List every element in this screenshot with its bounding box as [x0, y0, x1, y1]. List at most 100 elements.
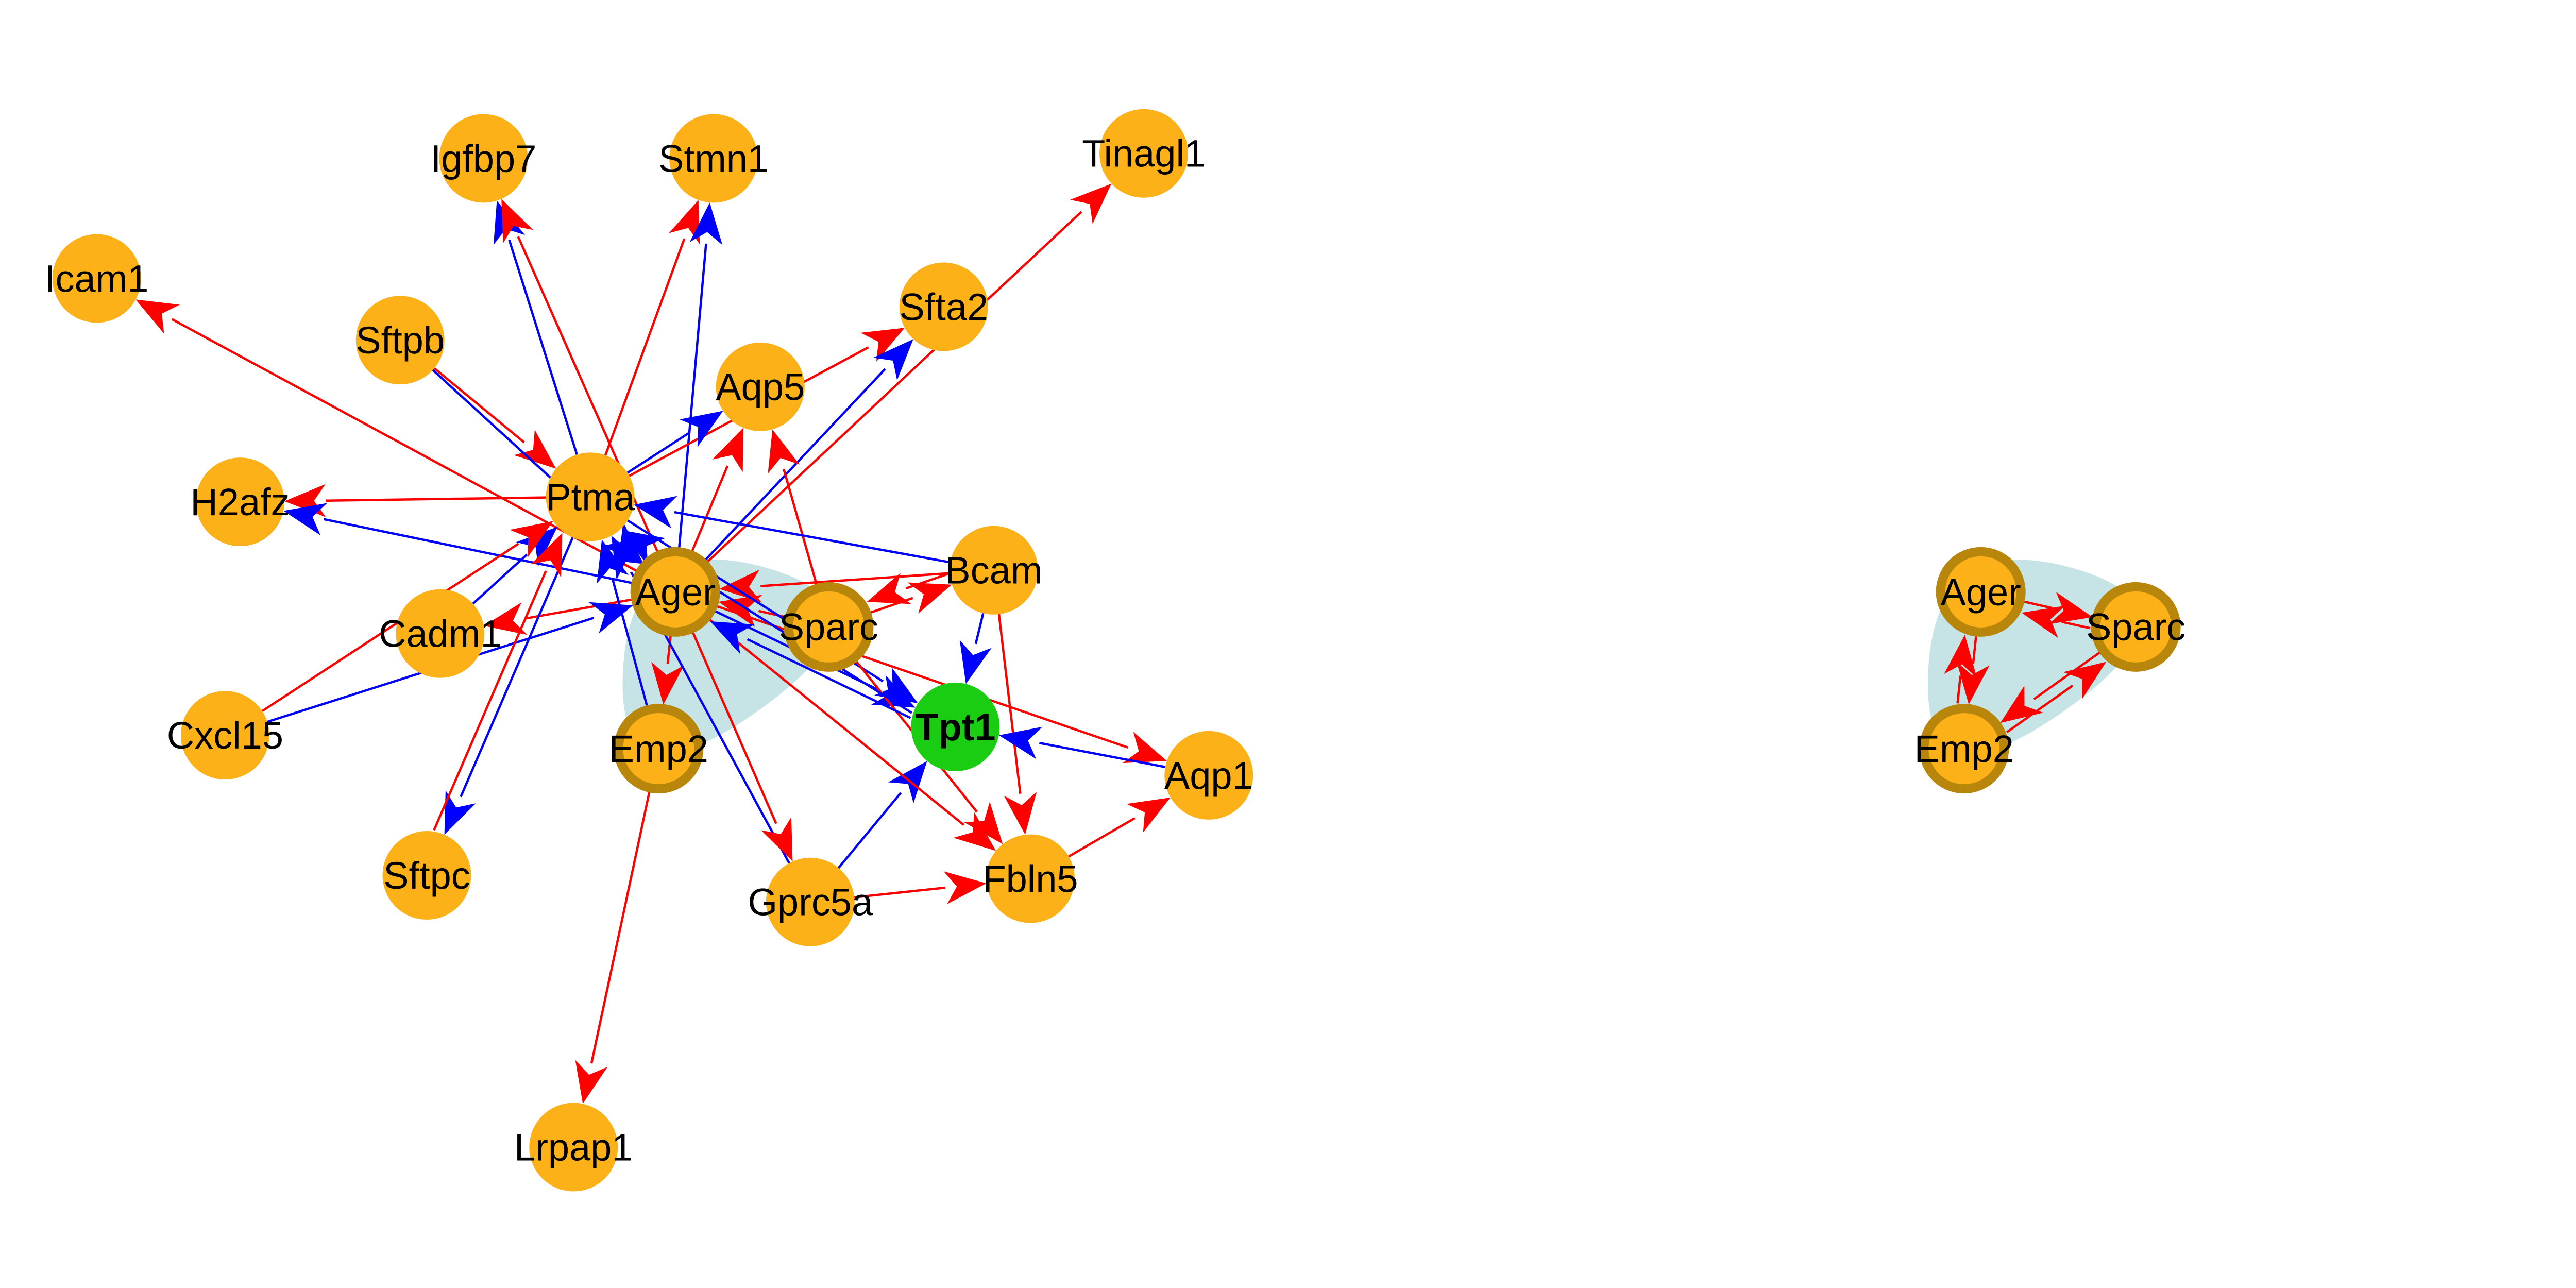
- edge-ager-to-gprc5a: [691, 632, 777, 824]
- arrowhead-emp2-to-lrpap1: [575, 1060, 608, 1104]
- arrowhead-ager-to-h2afz: [283, 503, 328, 536]
- node-circle: [630, 547, 720, 637]
- node-icam1[interactable]: Icam1: [45, 234, 149, 323]
- node-h2afz[interactable]: H2afz: [190, 457, 290, 547]
- arrowhead-ager-to-sfta2: [873, 339, 913, 381]
- arrowhead-emp2-to-sparc: [2063, 662, 2107, 699]
- node-emp2[interactable]: Emp2: [1914, 704, 2014, 794]
- arrowhead-ager-to-icam1: [135, 299, 180, 334]
- node-circle: [669, 114, 758, 203]
- node-aqp1[interactable]: Aqp1: [1164, 731, 1253, 820]
- arrowhead-ager-to-aqp1: [1122, 732, 1167, 764]
- node-circle: [766, 857, 855, 946]
- arrowhead-ager-to-cadm1: [484, 602, 528, 635]
- node-label: Ager: [635, 571, 716, 614]
- edge-sparc-to-emp2: [2033, 651, 2100, 700]
- arrowhead-ptma-to-sfta2: [860, 328, 905, 362]
- edge-ager-to-h2afz: [324, 518, 632, 584]
- edge-ager-to-emp2: [1972, 636, 1977, 664]
- node-bcam[interactable]: Bcam: [945, 526, 1042, 615]
- arrowhead-bcam-to-fbln5: [1004, 791, 1037, 835]
- arrowhead-cadm1-to-ptma: [516, 527, 558, 567]
- node-sftpb[interactable]: Sftpb: [355, 296, 445, 385]
- edge-ptma-to-aqp5: [626, 432, 689, 474]
- node-circle: [196, 457, 285, 547]
- node-circle: [1936, 547, 2026, 637]
- node-circle: [784, 582, 874, 672]
- node-aqp5[interactable]: Aqp5: [716, 342, 805, 431]
- node-tpt1[interactable]: Tpt1: [911, 683, 1000, 772]
- arrowhead-ager-to-stmn1: [689, 202, 723, 245]
- edge-ptma-to-igfbp7: [508, 240, 578, 455]
- node-label: Stmn1: [658, 137, 769, 180]
- arrowhead-emp2-to-ptma: [597, 539, 629, 584]
- node-label: Cxcl15: [167, 714, 283, 757]
- node-circle: [382, 831, 471, 920]
- edge-emp2-to-ager: [1956, 675, 1962, 704]
- edge-sftpc-to-ptma: [433, 570, 547, 831]
- node-label: Ptma: [546, 476, 635, 518]
- node-gprc5a[interactable]: Gprc5a: [748, 857, 873, 946]
- node-lrpap1[interactable]: Lrpap1: [514, 1103, 633, 1192]
- node-label: Bcam: [945, 549, 1042, 592]
- arrowhead-bcam-to-ptma: [634, 496, 677, 529]
- node-sparc[interactable]: Sparc: [779, 582, 878, 672]
- arrowhead-sparc-to-ager: [2021, 605, 2065, 638]
- edge-ager-to-cadm1: [524, 598, 632, 620]
- edge-aqp1-to-tpt1: [1039, 741, 1166, 768]
- arrowhead-fbln5-to-aqp1: [1126, 797, 1171, 833]
- node-circle: [180, 691, 269, 780]
- node-label: Icam1: [45, 257, 149, 300]
- node-label: Lrpap1: [514, 1126, 633, 1168]
- node-sfta2[interactable]: Sfta2: [899, 262, 988, 351]
- node-ptma[interactable]: Ptma: [546, 452, 635, 541]
- node-fbln5[interactable]: Fbln5: [982, 834, 1078, 923]
- node-circle: [716, 342, 805, 431]
- node-sftpc[interactable]: Sftpc: [382, 831, 471, 920]
- node-circle: [1919, 704, 2009, 794]
- node-label: H2afz: [190, 481, 290, 523]
- node-circle: [355, 296, 445, 385]
- edge-ptma-to-h2afz: [325, 496, 546, 502]
- node-label: Igfbp7: [431, 137, 537, 180]
- edge-cxcl15-to-ptma: [261, 543, 519, 713]
- node-ager[interactable]: Ager: [630, 547, 720, 637]
- node-igfbp7[interactable]: Igfbp7: [431, 114, 537, 203]
- edge-tpt1-to-ager: [747, 638, 911, 719]
- edge-emp2-to-sparc: [2006, 684, 2074, 734]
- edge-ager-to-sparc: [2024, 600, 2053, 609]
- arrowhead-ager-to-tpt1: [871, 675, 916, 708]
- node-stmn1[interactable]: Stmn1: [658, 114, 769, 203]
- node-label: Gprc5a: [748, 881, 873, 924]
- arrowhead-bcam-to-tpt1: [959, 640, 992, 684]
- edge-sparc-to-ager: [2061, 620, 2091, 630]
- arrowhead-ager-to-gprc5a: [761, 817, 793, 861]
- arrowhead-ptma-to-aqp5: [679, 411, 723, 447]
- arrowhead-ager-to-igfbp7: [501, 199, 533, 244]
- node-circle: [986, 834, 1075, 923]
- edge-ptma-to-stmn1: [604, 238, 686, 456]
- node-label: Emp2: [1914, 727, 2014, 770]
- node-label: Tinagl1: [1082, 132, 1206, 175]
- node-label: Cadm1: [379, 613, 502, 655]
- edge-bcam-to-fbln5: [997, 614, 1022, 794]
- arrowhead-gprc5a-to-tpt1: [888, 761, 927, 804]
- edge-ager-to-emp2: [666, 636, 672, 664]
- node-label: Sftpc: [383, 854, 470, 897]
- node-tinagl1[interactable]: Tinagl1: [1082, 109, 1206, 198]
- node-cadm1[interactable]: Cadm1: [379, 589, 502, 678]
- arrowhead-ager-to-emp2: [651, 662, 684, 705]
- node-ager[interactable]: Ager: [1936, 547, 2026, 637]
- arrowhead-ager-to-aqp5: [712, 428, 743, 472]
- edge-ager-to-sfta2: [704, 368, 886, 561]
- edge-cadm1-to-ptma: [472, 553, 528, 605]
- arrowhead-bcam-to-sparc: [867, 572, 911, 604]
- arrowhead-aqp1-to-tpt1: [998, 726, 1043, 759]
- node-sparc[interactable]: Sparc: [2086, 582, 2185, 672]
- node-cxcl15[interactable]: Cxcl15: [167, 691, 283, 780]
- edge-fbln5-to-aqp1: [1068, 817, 1136, 858]
- arrowhead-ager-to-fbln5: [953, 812, 996, 851]
- arrowhead-cxcl15-to-ptma: [510, 521, 553, 557]
- node-emp2[interactable]: Emp2: [609, 704, 708, 794]
